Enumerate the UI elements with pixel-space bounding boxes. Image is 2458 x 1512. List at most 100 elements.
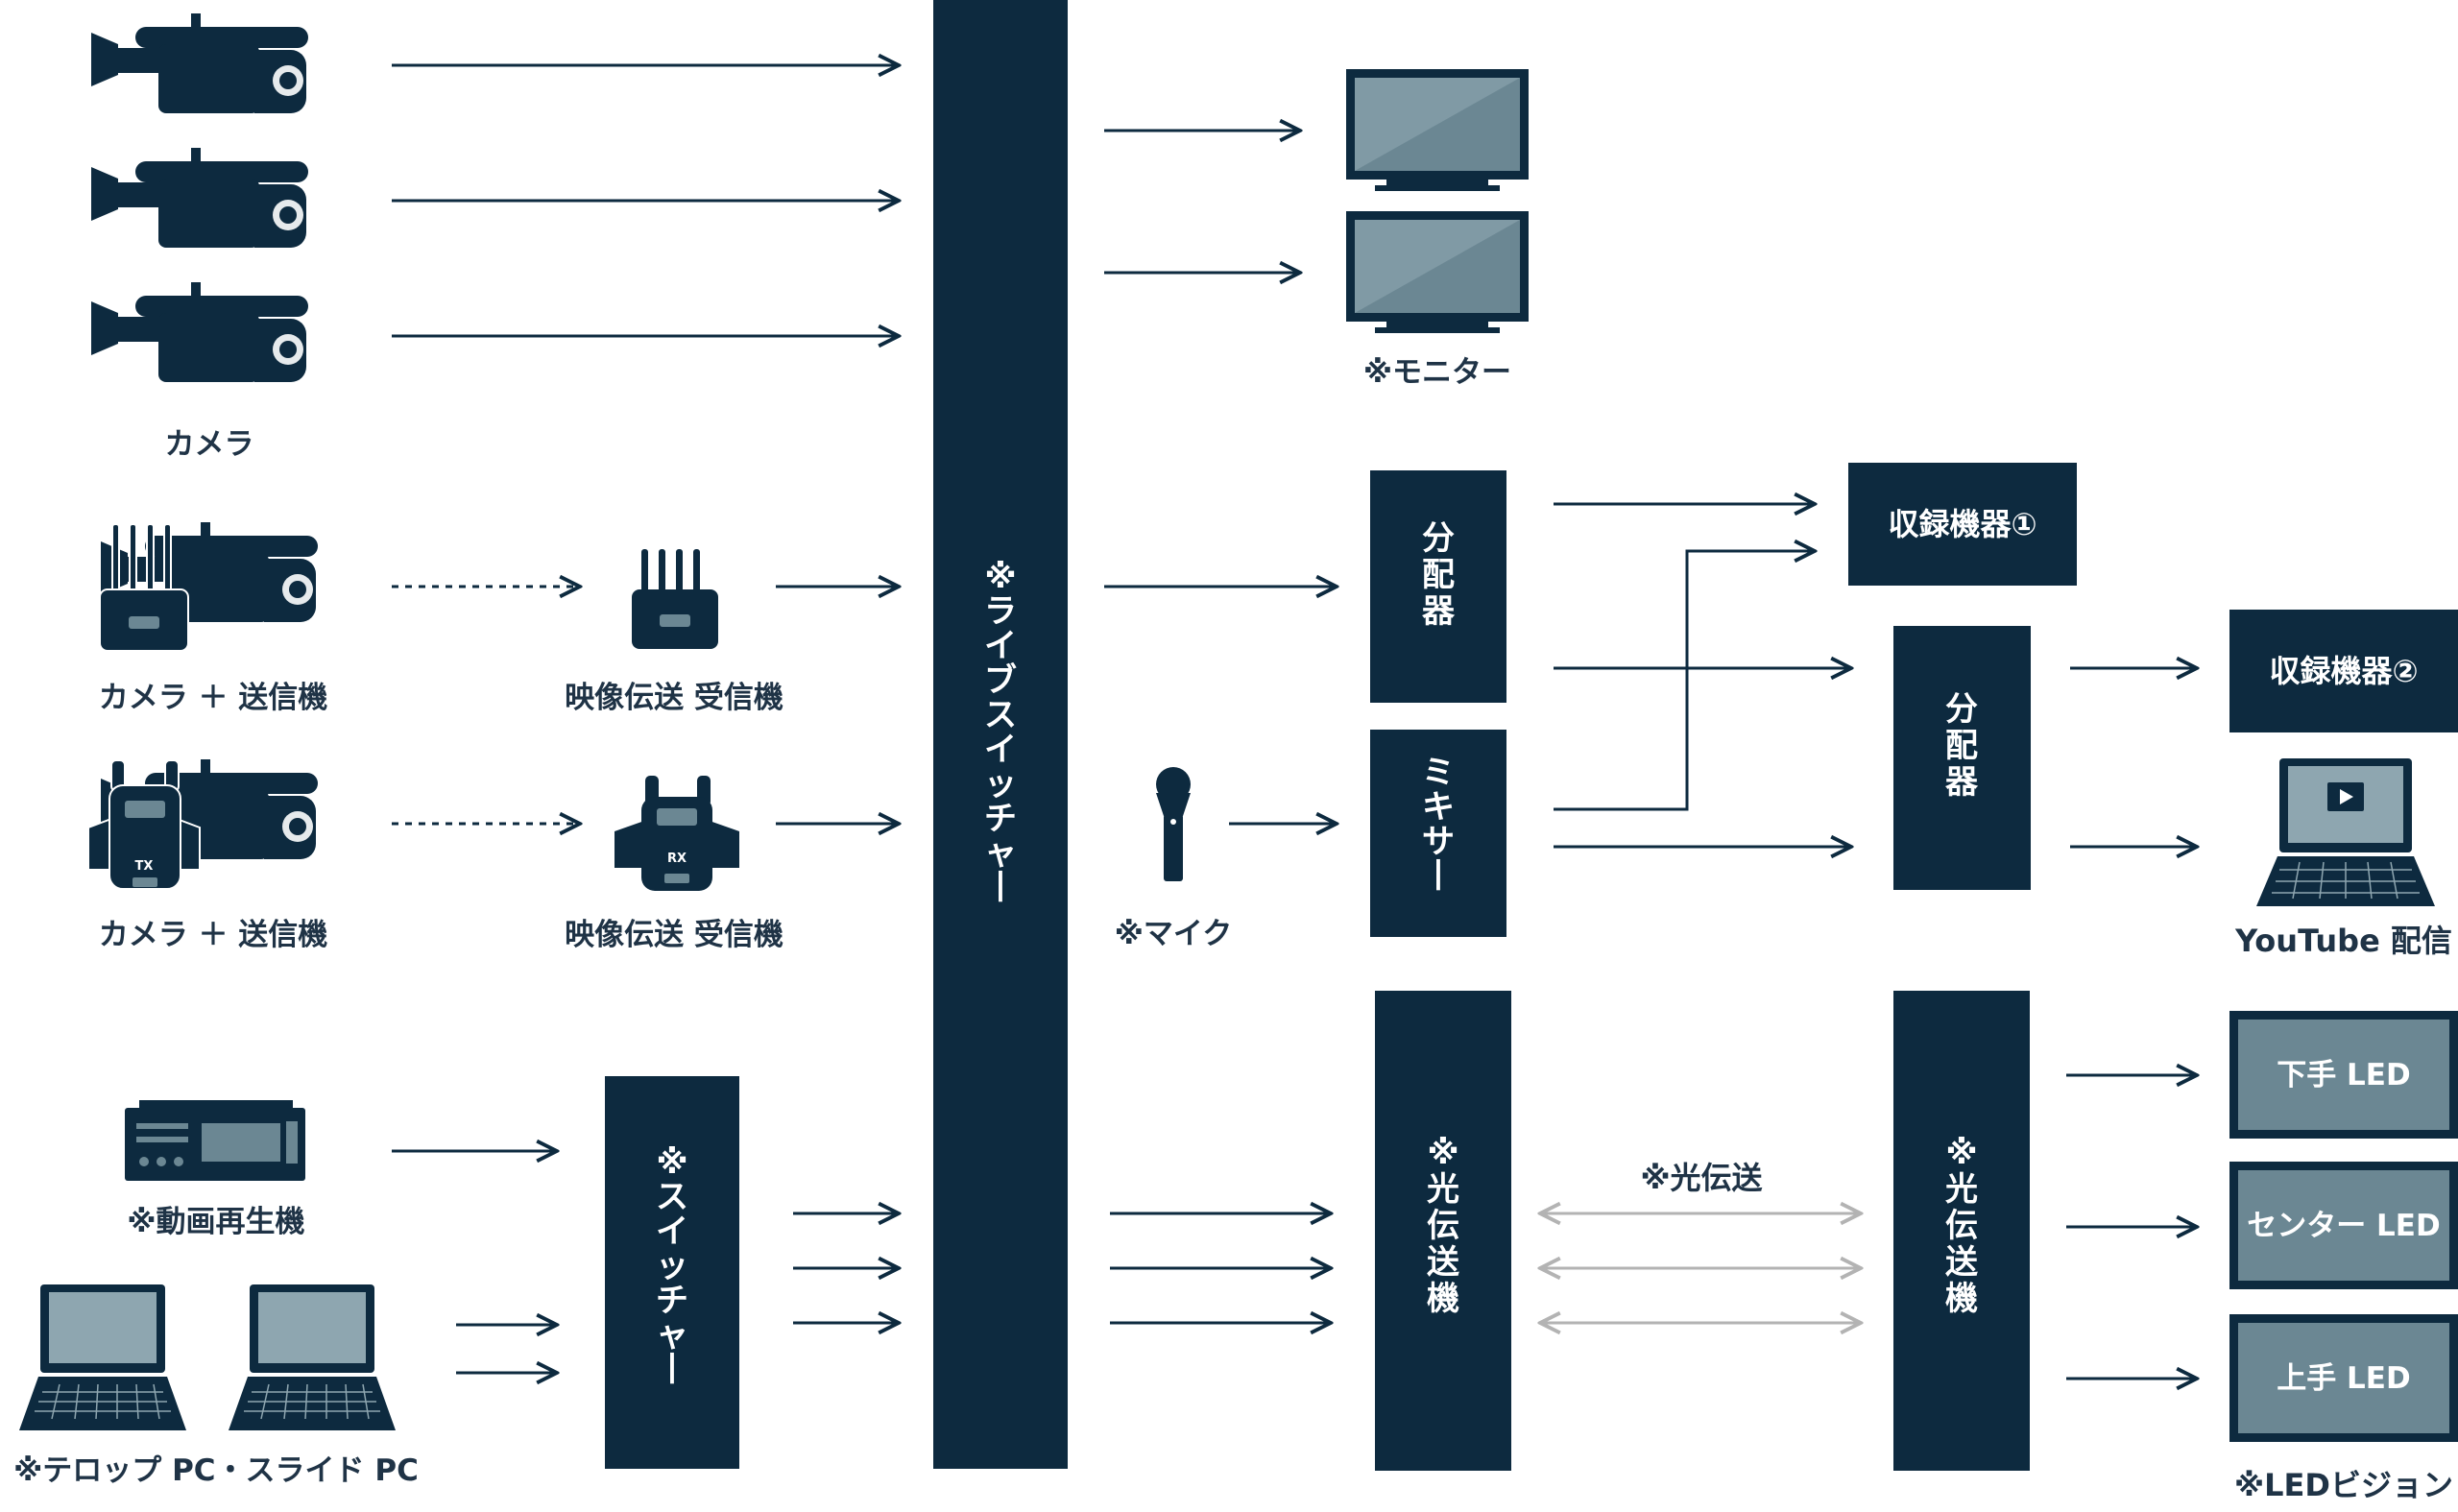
led-kamite-label: 上手 LED xyxy=(2277,1361,2410,1396)
elbow-arrow xyxy=(1554,551,1815,811)
receiver-1: 映像伝送 受信機 xyxy=(565,549,783,715)
vertical-label-char: 光 xyxy=(1945,1170,1978,1209)
video-player: ※動画再生機 xyxy=(125,1100,305,1239)
optical-transmission-label: ※光伝送 xyxy=(1640,1160,1762,1196)
live-switcher-box: ※ライブスイッチャ丨 xyxy=(933,0,1068,1469)
vertical-label-char: 器 xyxy=(1422,592,1456,631)
wireless-receiver-icon xyxy=(632,549,718,649)
youtube-streaming: YouTube 配信 xyxy=(2234,758,2452,959)
led-shimote-label: 下手 LED xyxy=(2277,1058,2410,1092)
tx-badge: TX xyxy=(135,859,154,874)
vertical-label-char: 機 xyxy=(1945,1280,1978,1318)
camera-tx-label-1: カメラ ＋ 送信機 xyxy=(99,681,328,715)
recorder-2-box: 収録機器② xyxy=(2229,610,2458,732)
video-player-label: ※動画再生機 xyxy=(127,1205,304,1239)
optical-tx-1-box: ※光伝送機 xyxy=(1375,991,1511,1471)
recorder-1-box: 収録機器① xyxy=(1848,463,2077,586)
vertical-label-char: 機 xyxy=(1427,1280,1459,1318)
distributor-1-label: 分配器 xyxy=(1422,519,1456,631)
tx-transmitter-icon: TX xyxy=(87,759,201,890)
distributor-2-box: 分配器 xyxy=(1893,626,2031,890)
laptop-icon xyxy=(2256,758,2435,906)
youtube-label: YouTube 配信 xyxy=(2234,923,2452,959)
vertical-label-char: イ xyxy=(984,731,1017,769)
vertical-label-char: 送 xyxy=(1427,1243,1459,1282)
mixer-box: ミキサ丨 xyxy=(1370,730,1506,937)
vertical-label-char: イ xyxy=(984,627,1017,665)
receiver-label-2: 映像伝送 受信機 xyxy=(565,918,783,952)
camera-transmitter-2: TX カメラ ＋ 送信機 xyxy=(87,759,328,952)
rx-receiver-icon: RX xyxy=(614,776,739,891)
vertical-label-char: ※ xyxy=(1945,1134,1977,1172)
vertical-label-char: 丨 xyxy=(984,869,1017,907)
switcher-label: ※スイッチャ丨 xyxy=(656,1143,688,1389)
receiver-2: RX 映像伝送 受信機 xyxy=(565,776,783,952)
recorder-1-label: 収録機器① xyxy=(1888,506,2036,542)
vertical-label-char: 器 xyxy=(1945,763,1979,802)
recorder-2-label: 収録機器② xyxy=(2269,653,2418,689)
monitor-label: ※モニター xyxy=(1363,355,1511,390)
distributor-2-label: 分配器 xyxy=(1945,690,1979,802)
vertical-label-char: 伝 xyxy=(1427,1207,1459,1245)
vertical-label-char: ッ xyxy=(656,1247,688,1285)
video-player-deck-icon xyxy=(125,1100,305,1181)
optical-tx-2-box: ※光伝送機 xyxy=(1893,991,2030,1471)
vertical-label-char: 分 xyxy=(1422,519,1455,558)
vertical-label-char: ブ xyxy=(984,661,1017,700)
led-screens: 下手 LED センター LED 上手 LED ※LEDビジョン xyxy=(2229,1011,2458,1503)
telop-pc-label: ※テロップ PC・スライド PC xyxy=(13,1453,419,1488)
video-camera-icon xyxy=(91,13,308,113)
live-switcher-label: ※ライブスイッチャ丨 xyxy=(984,558,1017,907)
vertical-label-char: 配 xyxy=(1422,556,1455,594)
microphone-icon xyxy=(1156,767,1191,881)
vertical-label-char: ャ xyxy=(984,834,1017,873)
camera-label: カメラ xyxy=(165,427,254,462)
mic-label: ※マイク xyxy=(1115,917,1233,951)
vertical-label-char: サ xyxy=(1422,823,1455,861)
vertical-label-char: 丨 xyxy=(1422,857,1455,896)
led-vision-label: ※LEDビジョン xyxy=(2234,1467,2453,1503)
telop-slide-pcs: ※テロップ PC・スライド PC xyxy=(13,1284,419,1488)
vertical-label-char: チ xyxy=(984,800,1017,838)
distributor-1-box: 分配器 xyxy=(1370,470,1506,703)
optical-tx-2-label: ※光伝送機 xyxy=(1945,1134,1978,1318)
led-center-label: センター LED xyxy=(2247,1209,2440,1243)
vertical-label-char: ス xyxy=(656,1178,688,1216)
vertical-label-char: チ xyxy=(656,1282,688,1320)
vertical-label-char: 送 xyxy=(1945,1243,1978,1282)
vertical-label-char: 光 xyxy=(1427,1170,1459,1209)
vertical-label-char: 伝 xyxy=(1945,1207,1978,1245)
camera-group: カメラ xyxy=(91,13,308,462)
monitor-icon xyxy=(1346,211,1529,333)
vertical-label-char: ※ xyxy=(656,1143,687,1182)
monitor-icon xyxy=(1346,69,1529,191)
vertical-label-char: 丨 xyxy=(656,1351,688,1389)
vertical-label-char: ミ xyxy=(1422,754,1455,792)
vertical-label-char: ャ xyxy=(656,1316,688,1355)
laptop-icon xyxy=(18,1284,187,1431)
vertical-label-char: ※ xyxy=(984,558,1016,596)
switcher-box: ※スイッチャ丨 xyxy=(605,1076,739,1469)
video-camera-icon xyxy=(91,282,308,382)
receiver-label-1: 映像伝送 受信機 xyxy=(565,681,783,715)
vertical-label-char: ※ xyxy=(1427,1134,1458,1172)
laptop-icon xyxy=(228,1284,397,1431)
optical-bidirectional-arrows xyxy=(1540,1213,1861,1323)
vertical-label-char: 配 xyxy=(1945,727,1978,765)
monitors: ※モニター xyxy=(1346,69,1529,390)
vertical-label-char: ッ xyxy=(984,765,1017,804)
rx-badge: RX xyxy=(667,852,687,866)
microphone: ※マイク xyxy=(1115,767,1233,951)
vertical-label-char: イ xyxy=(656,1212,688,1251)
mixer-label: ミキサ丨 xyxy=(1422,754,1455,896)
camera-tx-label-2: カメラ ＋ 送信機 xyxy=(99,918,328,952)
vertical-label-char: ス xyxy=(984,696,1017,734)
vertical-label-char: キ xyxy=(1422,788,1455,827)
camera-transmitter-1: カメラ ＋ 送信機 xyxy=(99,522,328,715)
vertical-label-char: ラ xyxy=(984,592,1017,631)
video-camera-icon xyxy=(91,148,308,248)
transmitter-icon xyxy=(99,523,189,652)
vertical-label-char: 分 xyxy=(1945,690,1978,729)
optical-tx-1-label: ※光伝送機 xyxy=(1427,1134,1459,1318)
